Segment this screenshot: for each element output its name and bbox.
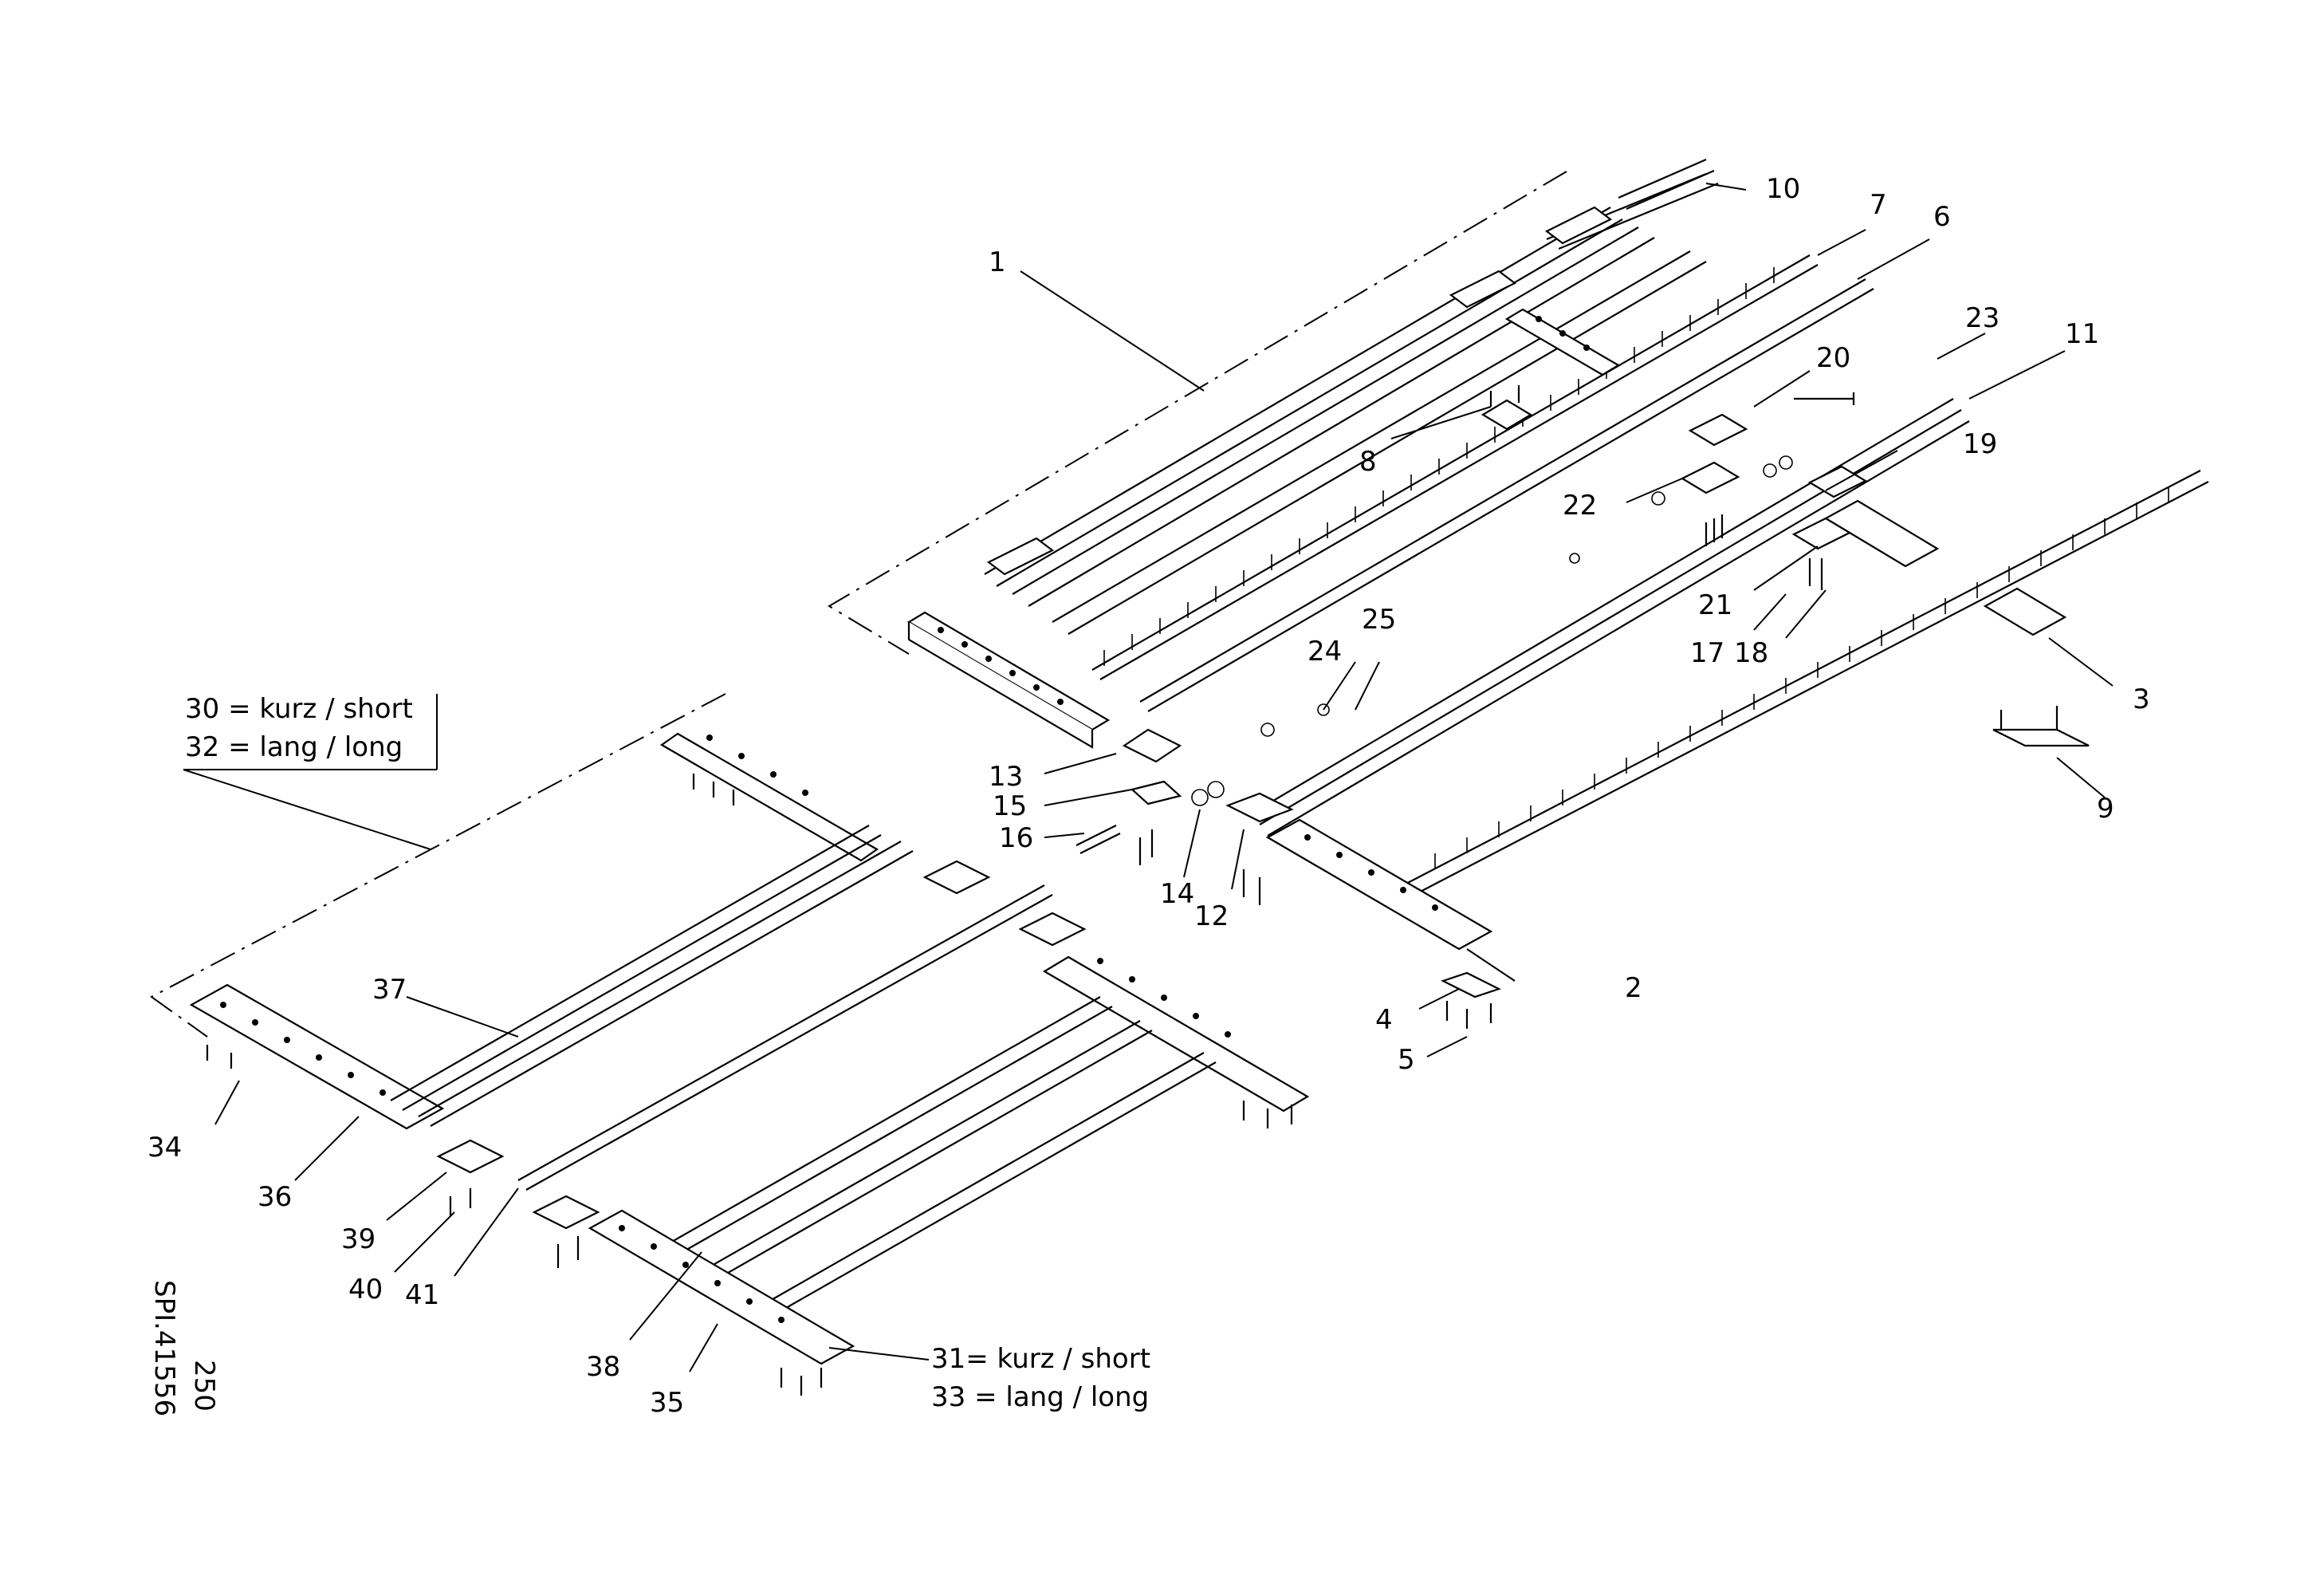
leader-lines (214, 183, 2114, 1372)
callout-21: 21 (1698, 589, 1732, 621)
callout-34: 34 (147, 1132, 182, 1164)
end-plate-35 (588, 1209, 855, 1365)
callout-37: 37 (372, 974, 407, 1006)
rail-set-upper (984, 207, 1707, 635)
callout-24: 24 (1307, 636, 1342, 668)
part-4 (1441, 971, 1501, 998)
legend-33: 33 = lang / long (931, 1381, 1149, 1413)
callout-20: 20 (1816, 342, 1850, 374)
rails-37 (390, 825, 914, 1127)
comb-rail-7 (1091, 254, 1819, 680)
drawing-number: SPI.41556 (148, 1280, 180, 1416)
callout-7: 7 (1870, 189, 1887, 221)
end-plate-upper-right (1504, 308, 1621, 376)
callout-11: 11 (2065, 318, 2099, 350)
callout-16: 16 (999, 822, 1033, 854)
legend-frame-upper (183, 694, 438, 850)
legend-31: 31= kurz / short (931, 1343, 1150, 1375)
callout-3: 3 (2133, 683, 2150, 715)
end-plate-upper (906, 611, 1111, 749)
part-9 (1992, 706, 2090, 747)
callout-25: 25 (1362, 604, 1396, 636)
callout-40: 40 (348, 1274, 383, 1306)
callout-6: 6 (1933, 201, 1951, 233)
rails-38 (653, 996, 1217, 1318)
upper-right-assembly (828, 158, 1874, 749)
callout-19: 19 (1963, 428, 1997, 460)
group-boundary-1 (828, 171, 1567, 655)
end-plate-34 (189, 983, 445, 1130)
drawing-id-block: SPI.41556 250 (148, 1280, 220, 1416)
rail-41 (517, 884, 1053, 1191)
callout-17: 17 (1690, 637, 1724, 669)
callout-39: 39 (341, 1223, 376, 1255)
callout-10: 10 (1766, 173, 1800, 205)
callout-18: 18 (1734, 637, 1768, 669)
callout-12: 12 (1194, 900, 1229, 932)
part-3 (1983, 587, 2067, 636)
callout-5: 5 (1398, 1044, 1415, 1076)
callout-23: 23 (1965, 302, 2000, 334)
callout-22: 22 (1563, 490, 1597, 522)
top-bar-10 (986, 158, 1719, 576)
callout-8: 8 (1359, 446, 1377, 478)
callout-36: 36 (258, 1181, 292, 1213)
callout-35: 35 (650, 1387, 684, 1419)
center-parts (1075, 392, 1868, 905)
callout-2: 2 (1625, 972, 1642, 1004)
callout-38: 38 (586, 1351, 620, 1383)
lower-left-assembly (150, 693, 1310, 1396)
end-plate-lower-right (1042, 955, 1310, 1113)
callout-14: 14 (1160, 878, 1194, 910)
sheet-number: 250 (188, 1360, 220, 1412)
legend-lower: 31= kurz / short 33 = lang / long (931, 1343, 1150, 1413)
end-plate-upper-left (659, 732, 879, 862)
callout-4: 4 (1375, 1004, 1393, 1036)
part-39 (436, 1139, 505, 1174)
callout-13: 13 (989, 761, 1023, 793)
legend-upper: 30 = kurz / short 32 = lang / long (185, 693, 413, 763)
callout-labels: 1 2 3 4 5 6 7 8 9 10 11 12 13 14 15 16 1… (147, 173, 2150, 1419)
callout-15: 15 (993, 790, 1027, 822)
legend-30: 30 = kurz / short (185, 693, 413, 725)
callout-9: 9 (2097, 793, 2114, 825)
end-plate-2 (1265, 818, 1493, 951)
group-boundary-30 (150, 693, 726, 1038)
callout-41: 41 (405, 1279, 439, 1311)
right-assembly (1251, 398, 2209, 1029)
callout-1: 1 (989, 246, 1006, 278)
clip-8 (1481, 385, 1533, 431)
legend-32: 32 = lang / long (185, 731, 403, 763)
